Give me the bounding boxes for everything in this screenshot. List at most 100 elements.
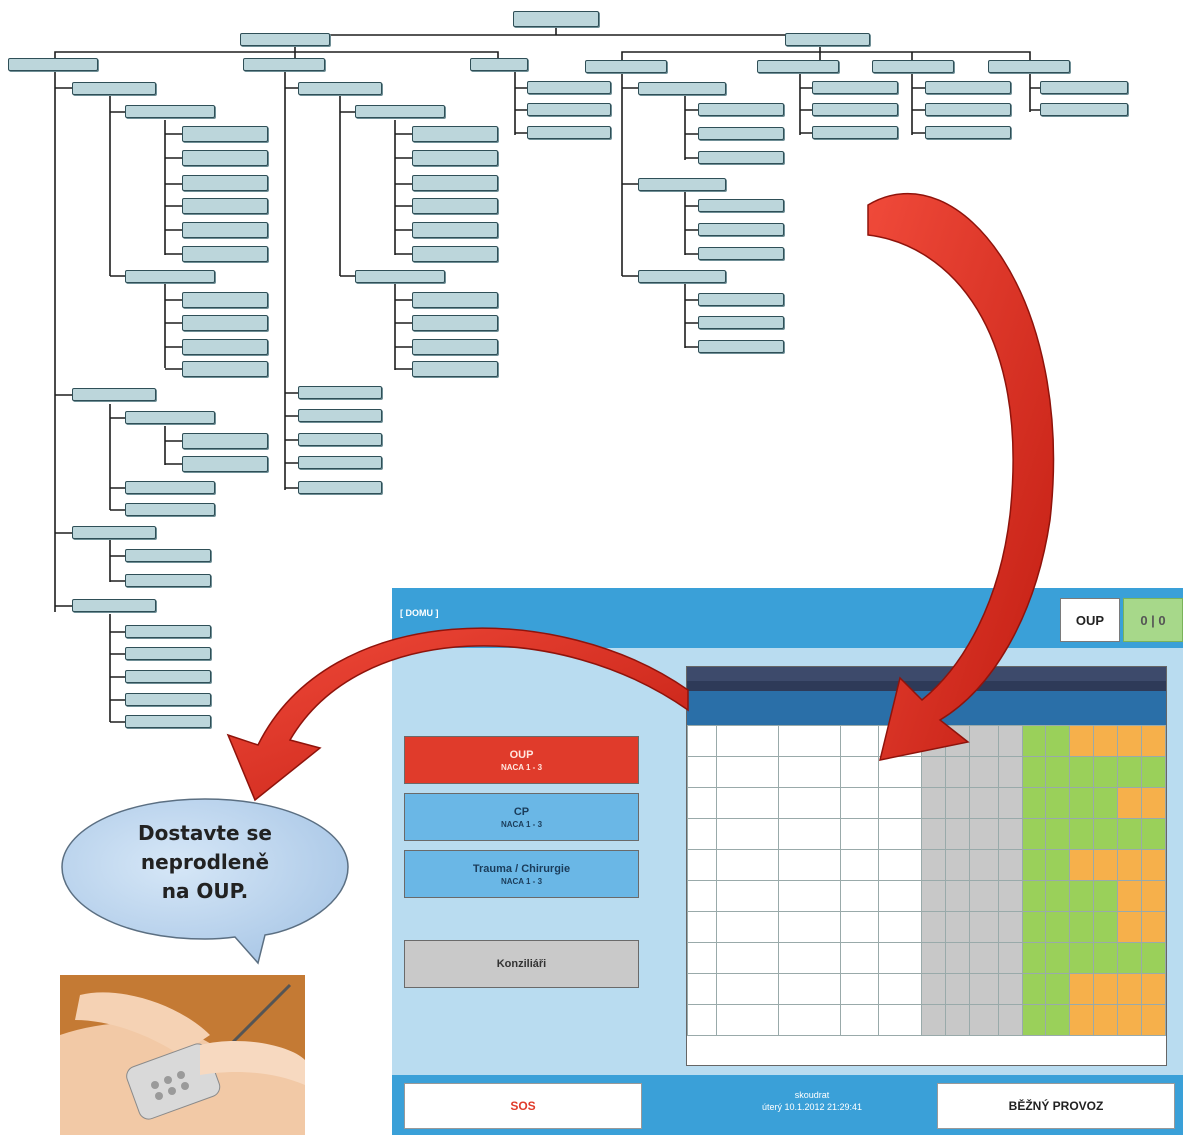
tree-node xyxy=(182,433,268,449)
status-user: skoudrat xyxy=(794,1090,830,1100)
table-row[interactable] xyxy=(687,756,1166,788)
table-row[interactable] xyxy=(687,787,1166,819)
tree-node xyxy=(698,316,784,329)
category-label: CP xyxy=(513,805,530,818)
tree-node xyxy=(125,481,215,494)
table-row[interactable] xyxy=(687,849,1166,881)
bubble-shape xyxy=(61,798,349,965)
tree-node xyxy=(412,246,498,262)
tree-node xyxy=(125,549,211,562)
tree-node xyxy=(638,270,726,283)
tree-node xyxy=(72,599,156,612)
tree-node xyxy=(785,33,870,46)
tree-node xyxy=(298,409,382,422)
patient-table xyxy=(686,666,1167,1066)
tree-node xyxy=(757,60,839,73)
tree-node xyxy=(925,81,1011,94)
tree-node xyxy=(412,292,498,308)
tree-node xyxy=(125,105,215,118)
tree-node xyxy=(470,58,528,71)
tree-node xyxy=(812,126,898,139)
tree-node xyxy=(182,175,268,191)
tree-node xyxy=(412,315,498,331)
category-button-oup[interactable]: OUP NACA 1 - 3 xyxy=(404,736,639,784)
tree-node xyxy=(872,60,954,73)
tree-node xyxy=(72,526,156,539)
oup-indicator[interactable]: OUP xyxy=(1060,598,1120,642)
count-indicator: 0 | 0 xyxy=(1123,598,1183,642)
tree-node xyxy=(8,58,98,71)
tree-node xyxy=(125,503,215,516)
table-row[interactable] xyxy=(687,911,1166,943)
category-button-konziliari[interactable]: Konziliáři xyxy=(404,940,639,988)
tree-node xyxy=(125,574,211,587)
table-row[interactable] xyxy=(687,942,1166,974)
bubble-line: Dostavte se xyxy=(138,821,272,845)
table-row[interactable] xyxy=(687,1004,1166,1036)
table-row[interactable] xyxy=(687,725,1166,757)
speech-bubble: Dostavte se neprodleně na OUP. xyxy=(60,795,350,965)
tree-node xyxy=(125,625,211,638)
phone-photo xyxy=(60,975,305,1135)
bubble-text: Dostavte se neprodleně na OUP. xyxy=(60,819,350,906)
tree-node xyxy=(698,127,784,140)
tree-node xyxy=(298,481,382,494)
tree-node xyxy=(125,411,215,424)
table-row[interactable] xyxy=(687,880,1166,912)
tree-node xyxy=(412,175,498,191)
category-label: Trauma / Chirurgie xyxy=(472,862,571,875)
tree-node xyxy=(182,150,268,166)
mode-button[interactable]: BĚŽNÝ PROVOZ xyxy=(937,1083,1175,1129)
tree-node xyxy=(355,270,445,283)
tree-node-root xyxy=(513,11,599,27)
category-sub: NACA 1 - 3 xyxy=(500,762,543,772)
tree-node xyxy=(182,222,268,238)
tree-node xyxy=(412,150,498,166)
tree-node xyxy=(988,60,1070,73)
tree-node xyxy=(698,223,784,236)
tree-node xyxy=(1040,103,1128,116)
category-button-cp[interactable]: CP NACA 1 - 3 xyxy=(404,793,639,841)
tree-node xyxy=(527,81,611,94)
bubble-line: na OUP. xyxy=(161,879,249,903)
tree-node xyxy=(243,58,325,71)
tree-node xyxy=(298,456,382,469)
table-row[interactable] xyxy=(687,973,1166,1005)
tree-node xyxy=(182,246,268,262)
category-label: Konziliáři xyxy=(496,958,547,970)
breadcrumb[interactable]: [ DOMU ] xyxy=(400,608,439,618)
tree-node xyxy=(527,103,611,116)
table-header xyxy=(687,691,1166,725)
tree-node xyxy=(698,151,784,164)
tree-node xyxy=(125,693,211,706)
table-column-letters xyxy=(687,681,1166,691)
tree-node xyxy=(925,103,1011,116)
tree-node xyxy=(182,126,268,142)
tree-node xyxy=(182,198,268,214)
tree-node xyxy=(125,715,211,728)
tree-node xyxy=(698,293,784,306)
tree-node xyxy=(182,456,268,472)
hand-phone-illustration xyxy=(60,975,305,1135)
tree-node xyxy=(812,103,898,116)
tree-node xyxy=(240,33,330,46)
dashboard-panel: [ DOMU ] OUP 0 | 0 OUP NACA 1 - 3 CP NAC… xyxy=(392,588,1183,1135)
category-button-trauma[interactable]: Trauma / Chirurgie NACA 1 - 3 xyxy=(404,850,639,898)
dashboard-header: [ DOMU ] OUP 0 | 0 xyxy=(392,588,1183,648)
table-body xyxy=(687,725,1166,1036)
tree-node xyxy=(638,178,726,191)
table-toolbar[interactable] xyxy=(687,667,1166,681)
tree-node xyxy=(125,647,211,660)
table-row[interactable] xyxy=(687,818,1166,850)
tree-node xyxy=(72,82,156,95)
sos-button[interactable]: SOS xyxy=(404,1083,642,1129)
tree-node xyxy=(412,361,498,377)
tree-node xyxy=(812,81,898,94)
status-info: skoudrat úterý 10.1.2012 21:29:41 xyxy=(692,1089,932,1113)
tree-node xyxy=(412,198,498,214)
tree-node xyxy=(182,361,268,377)
tree-node xyxy=(638,82,726,95)
tree-node xyxy=(698,199,784,212)
tree-node xyxy=(182,292,268,308)
tree-node xyxy=(1040,81,1128,94)
